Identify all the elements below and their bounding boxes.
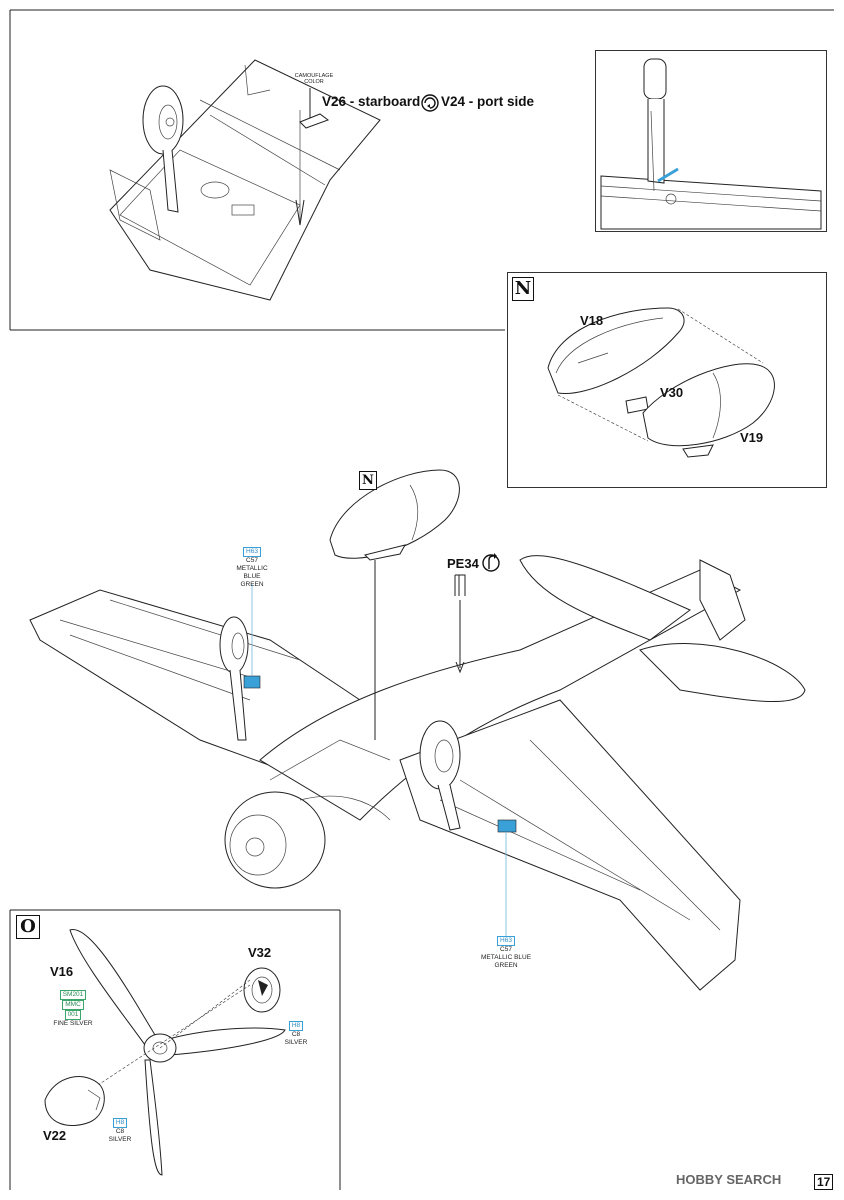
part-label-v32: V32 — [248, 945, 272, 960]
paint-callout-v16: SM201 MMC 001 FINE SILVER — [52, 990, 94, 1028]
paint-name-left-2: GREEN — [240, 581, 264, 588]
step-letter-o: O — [16, 915, 40, 939]
n-marker: N — [359, 471, 377, 490]
callout-v26: V26 - starboard — [322, 94, 421, 109]
paint-callout-v32: H8 C8 SILVER — [280, 1021, 312, 1047]
watermark: HOBBY SEARCH — [676, 1172, 782, 1187]
paint-code-h8-v22: H8 — [112, 1118, 128, 1128]
paint-code-c8-v32: C8 — [291, 1031, 301, 1038]
paint-name-left-1: METALLIC BLUE — [236, 565, 268, 580]
part-label-v16: V16 — [50, 964, 74, 979]
paint-name-fine-silver: FINE SILVER — [53, 1020, 93, 1027]
paint-code-sm201: SM201 — [59, 990, 87, 1000]
paint-code-h8-v32: H8 — [288, 1021, 304, 1031]
panel-gear-leg-detail — [595, 50, 827, 232]
panel-step-n: N V18 V30 V19 — [507, 272, 827, 488]
part-label-v19: V19 — [740, 430, 764, 445]
step-letter-n: N — [512, 277, 534, 301]
callout-v24: V24 - port side — [441, 94, 535, 109]
rotate-symbol-icon — [421, 94, 439, 112]
paint-code-c57-right: C57 — [500, 946, 512, 953]
part-label-pe34: PE34 — [447, 556, 479, 571]
paint-name-right-2: GREEN — [494, 962, 518, 969]
paint-code-c57-left: C57 — [246, 557, 258, 564]
paint-code-001: 001 — [64, 1010, 82, 1020]
camouflage-color-note: CAMOUFLAGE COLOR — [293, 73, 335, 85]
paint-code-c8-v22: C8 — [115, 1128, 125, 1135]
paint-callout-v22: H8 C8 SILVER — [104, 1118, 136, 1144]
part-label-v30: V30 — [660, 385, 684, 400]
page-number: 17 — [814, 1174, 834, 1190]
paint-callout-left: H63 C57 METALLIC BLUE GREEN — [227, 547, 277, 589]
step-n-drawing — [547, 307, 775, 458]
paint-callout-right: H63 C57 METALLIC BLUE GREEN — [479, 936, 533, 970]
paint-name-right-1: METALLIC BLUE — [480, 954, 532, 961]
paint-code-mmc: MMC — [62, 1000, 84, 1010]
paint-name-silver-v32: SILVER — [284, 1039, 308, 1046]
paint-note-line-2: COLOR — [304, 79, 324, 85]
bend-symbol-icon — [482, 553, 500, 572]
paint-name-silver-v22: SILVER — [108, 1136, 132, 1143]
part-label-v22: V22 — [43, 1128, 67, 1143]
gear-leg-drawing — [600, 58, 822, 230]
paint-note-line-1: CAMOUFLAGE — [294, 73, 334, 79]
part-label-v18: V18 — [580, 313, 604, 328]
